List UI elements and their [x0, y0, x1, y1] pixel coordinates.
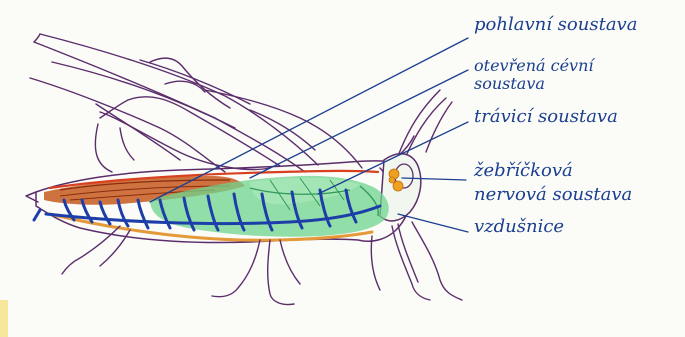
wings	[30, 34, 362, 172]
leader-tracheae	[398, 214, 468, 232]
label-digestive-system: trávicí soustava	[474, 108, 618, 126]
label-circulatory-system-line2: soustava	[474, 76, 545, 92]
hind-leg	[95, 97, 280, 172]
label-nervous-system-line1: žebříčková	[474, 162, 573, 180]
label-tracheae: vzdušnice	[474, 218, 564, 236]
label-nervous-system-line2: nervová soustava	[474, 186, 632, 204]
label-reproductive-system: pohlavní soustava	[474, 16, 637, 34]
label-circulatory-system-line1: otevřená cévní	[474, 58, 594, 74]
